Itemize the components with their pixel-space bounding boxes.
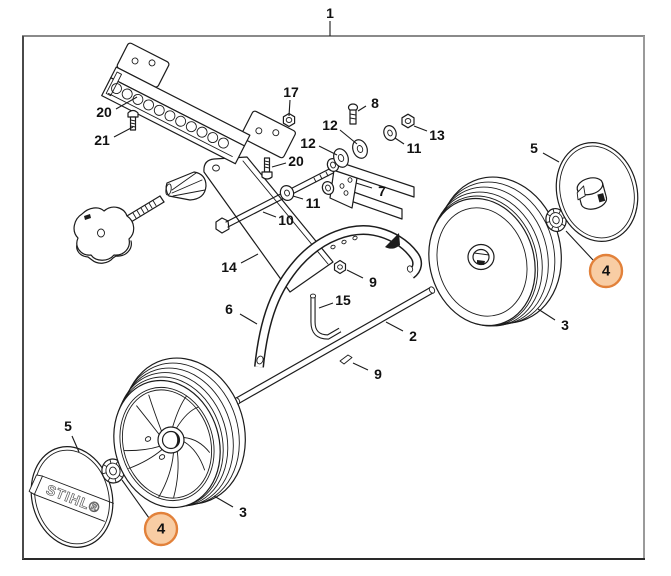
leader-line-9-18 [352, 362, 369, 371]
callout-label-5-21: 5 [64, 418, 72, 434]
part-screw-20 [261, 157, 273, 180]
leader-line-9-16 [346, 269, 364, 279]
direction-arrow [385, 233, 400, 249]
part-washer-11-left [279, 185, 295, 201]
callout-label-17-3: 17 [283, 84, 299, 100]
leader-line-11-10 [292, 195, 304, 200]
leader-line-3-19 [537, 308, 556, 321]
callout-label-6-14: 6 [225, 301, 233, 317]
figure-frame [22, 35, 645, 560]
leader-line-7-12 [355, 182, 373, 189]
part-cone [165, 171, 207, 201]
leader-line-5-21 [71, 435, 80, 453]
part-pivot-bracket [321, 158, 415, 220]
part-nut-13 [401, 113, 415, 129]
callout-label-20-9: 20 [288, 153, 304, 169]
leader-line-15-15 [318, 302, 334, 309]
part-bolt-8 [347, 103, 359, 125]
part-left-wheel [113, 357, 246, 509]
part-axle-tube [233, 286, 436, 405]
part-right-hub-cap [555, 142, 639, 242]
callout-label-5-20: 5 [530, 140, 538, 156]
callout-label-13-7: 13 [429, 127, 445, 143]
callout-label-8-4: 8 [371, 95, 379, 111]
leader-line-4-24 [121, 479, 150, 519]
leader-line-17-3 [288, 99, 291, 117]
callout-label-11-8: 11 [407, 140, 422, 156]
part-nut-17 [282, 112, 296, 128]
leader-line-2-17 [385, 321, 404, 332]
part-j-pin [309, 293, 342, 340]
wheel-spokes [123, 394, 210, 498]
part-washer-12-front [333, 148, 349, 168]
callout-label-10-11: 10 [278, 212, 294, 228]
part-washer-12-rear [352, 139, 368, 159]
highlight-circle-4 [143, 511, 179, 547]
leader-line-10-11 [262, 211, 277, 218]
callout-label-12-5: 12 [322, 117, 338, 133]
leader-line-12-5 [339, 129, 358, 145]
leader-line-4-23 [565, 230, 594, 261]
callout-label-21-2: 21 [94, 132, 110, 148]
callout-layer: 1 20 21 17 8 12 12 13 11 20 11 10 7 14 6 15 9 2 9 3 5 5 3 4 4 [64, 5, 624, 547]
part-rail-bracket [101, 42, 296, 165]
part-right-wheel [428, 176, 562, 327]
callout-label-3-22: 3 [239, 504, 247, 520]
leader-line-8-4 [357, 105, 367, 112]
leader-line-20-9 [271, 162, 287, 168]
leader-line-3-22 [213, 495, 234, 508]
leader-line-12-6 [318, 145, 338, 156]
callout-label-3-19: 3 [561, 317, 569, 333]
part-left-hub-cap: STIHL® [28, 446, 114, 548]
callout-label-7-12: 7 [378, 183, 386, 199]
part-arch-bracket [254, 225, 423, 368]
part-star-knob [73, 206, 135, 264]
callout-label-15-15: 15 [335, 292, 351, 308]
callout-label-11-10: 11 [306, 195, 321, 211]
part-pin-9 [339, 354, 353, 365]
leader-line-11-8 [394, 137, 405, 145]
leader-line-13-7 [413, 125, 428, 132]
callout-label-1-0: 1 [326, 5, 334, 21]
highlight-circle-4 [588, 253, 624, 289]
callout-label-9-18: 9 [374, 366, 382, 382]
callout-label-4-23: 4 [602, 263, 611, 280]
leader-line-14-13 [240, 253, 259, 264]
leader-line-21-2 [113, 126, 134, 138]
callout-label-20-1: 20 [96, 104, 112, 120]
leader-line-20-1 [115, 96, 138, 110]
callout-label-9-16: 9 [369, 274, 377, 290]
leader-line-6-14 [239, 313, 258, 325]
part-screw-21 [127, 109, 139, 131]
callout-label-4-24: 4 [157, 521, 166, 538]
callout-label-14-13: 14 [221, 259, 237, 275]
part-nut-9 [333, 259, 347, 275]
part-washer-11-right [383, 125, 397, 141]
callout-label-2-17: 2 [409, 328, 417, 344]
leader-line-5-20 [542, 152, 560, 163]
part-right-bearing [545, 207, 567, 233]
callout-label-12-6: 12 [300, 135, 316, 151]
